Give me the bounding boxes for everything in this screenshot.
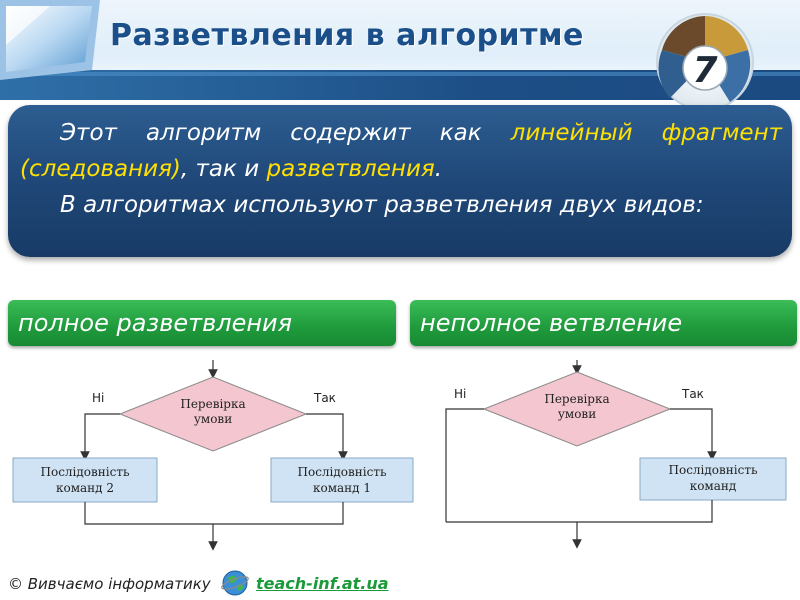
intro-box (8, 105, 792, 257)
globe-icon (221, 570, 249, 596)
condition-text: Перевірка (544, 392, 609, 406)
no-branch-line (80, 413, 120, 461)
yes-label: Так (681, 387, 704, 401)
full-branching-label: полное разветвления (8, 300, 396, 346)
intro-text-part: , так и (180, 156, 267, 182)
condition-diamond (118, 376, 308, 452)
badge-number: 7 (692, 50, 717, 91)
intro-highlight-linear: линейный фрагмент (следования) (20, 120, 783, 182)
intro-text-part: Этот алгоритм содержит как (60, 120, 511, 146)
intro-paragraph-2: В алгоритмах используют разветвления дву… (60, 192, 704, 218)
merge-line (84, 502, 344, 525)
intro-text: Этот алгоритм содержит как линейный фраг… (20, 115, 782, 223)
intro-paragraph-1: Этот алгоритм содержит как линейный фраг… (20, 115, 782, 187)
partial-branching-label: неполное ветвление (410, 300, 797, 346)
informatics-logo-icon: 7 (656, 13, 754, 110)
condition-text: Перевірка (180, 397, 245, 411)
partial-branching-flowchart: Перевірка умови Ні Так Послідовність ком… (445, 360, 787, 549)
process-box-1-text: Послідовність (298, 465, 387, 479)
intro-text-part: . (434, 156, 443, 182)
no-label: Ні (454, 387, 466, 401)
condition-diamond (482, 371, 672, 447)
process-box-2-text: Послідовність (41, 465, 130, 479)
monitor-icon (0, 0, 100, 80)
yes-branch-line (306, 413, 348, 461)
process-box-2-text: команд 2 (56, 481, 114, 495)
condition-text: умови (194, 412, 232, 426)
process-box-1 (270, 457, 414, 503)
condition-text: умови (558, 407, 596, 421)
process-box-text: команд (690, 479, 737, 493)
process-box-1-text: команд 1 (313, 481, 371, 495)
site-link[interactable]: teach-inf.at.ua (256, 574, 389, 593)
yes-branch-line (670, 408, 717, 461)
intro-highlight-branching: разветвления (266, 156, 435, 182)
yes-label: Так (313, 391, 336, 405)
slide-title: Разветвления в алгоритме (110, 18, 584, 53)
no-label: Ні (92, 391, 104, 405)
merge-line (446, 500, 713, 523)
full-branching-flowchart: Перевірка умови Ні Так Послідовність ком… (12, 360, 414, 551)
process-box (639, 457, 787, 501)
header-stripe-highlight (0, 72, 800, 76)
no-branch-line (445, 408, 484, 522)
process-box-text: Послідовність (669, 463, 758, 477)
footer-copyright: © Вивчаємо інформатику (8, 575, 211, 593)
